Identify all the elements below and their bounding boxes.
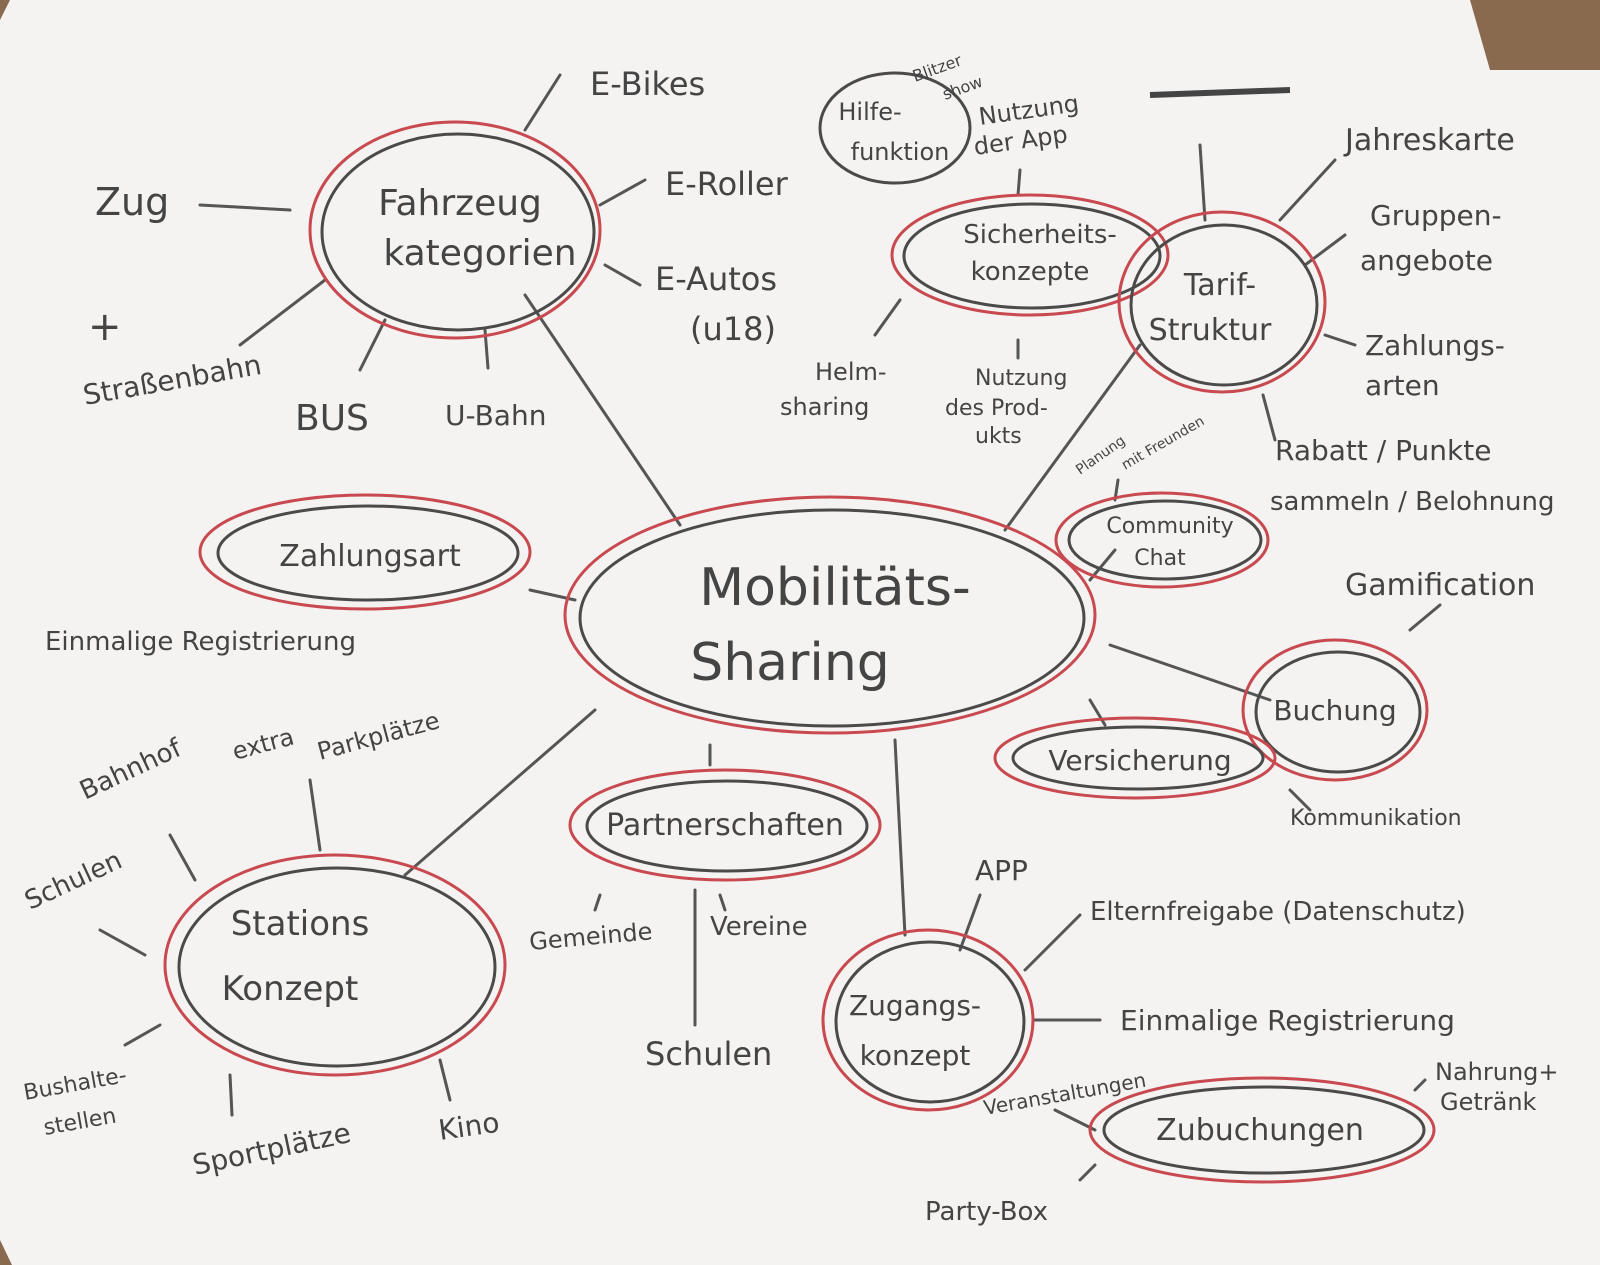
label-gamification: Gamification — [1345, 568, 1535, 603]
label-jahreskarte: Jahreskarte — [1343, 123, 1515, 158]
hub-tarif-line2: Struktur — [1149, 313, 1272, 348]
hub-partnerschaften: Partnerschaften — [606, 808, 844, 843]
hub-hilfe-line1: Hilfe- — [838, 98, 901, 126]
label-ubahn: U-Bahn — [445, 399, 546, 432]
label-bus: BUS — [295, 398, 369, 439]
crossed-out-word — [1149, 87, 1291, 98]
label-eautos-1: E-Autos — [655, 260, 777, 298]
connectors — [98, 73, 1442, 1182]
label-helm-2: sharing — [780, 393, 869, 421]
label-ebikes: E-Bikes — [590, 65, 705, 103]
hub-fahrzeug-line1: Fahrzeug — [378, 183, 542, 224]
label-rabatt-1: Rabatt / Punkte — [1275, 434, 1491, 467]
label-nahrung-2: Getränk — [1440, 1088, 1537, 1116]
label-rabatt-2: sammeln / Belohnung — [1270, 487, 1555, 517]
label-partybox: Party-Box — [925, 1197, 1048, 1227]
hub-stations-line1: Stations — [231, 904, 370, 944]
hub-community-line2: Chat — [1134, 546, 1186, 571]
hub-zahlungsart: Zahlungsart — [279, 539, 461, 574]
hub-hilfe-line2: funktion — [851, 138, 950, 166]
hub-fahrzeug-line2: kategorien — [383, 233, 576, 274]
label-vereine: Vereine — [710, 912, 808, 942]
label-zug: Zug — [95, 180, 169, 224]
label-eroller: E-Roller — [665, 165, 789, 203]
hub-sicherheit-line2: konzepte — [971, 257, 1090, 287]
hub-versicherung: Versicherung — [1048, 744, 1231, 777]
label-kommunikation: Kommunikation — [1290, 806, 1462, 831]
label-elternfreigabe: Elternfreigabe (Datenschutz) — [1090, 897, 1466, 927]
label-zahlungsarten-1: Zahlungs- — [1365, 329, 1505, 362]
label-plus: + — [88, 304, 122, 350]
hub-sicherheit-line1: Sicherheits- — [963, 220, 1117, 250]
label-zahlungsarten-2: arten — [1365, 369, 1440, 402]
label-nutzung-prod-1: Nutzung — [975, 366, 1067, 391]
hub-buchung: Buchung — [1273, 694, 1396, 727]
hub-community-line1: Community — [1106, 514, 1233, 539]
hub-stations-line2: Konzept — [222, 969, 359, 1009]
hub-zubuchungen: Zubuchungen — [1156, 1113, 1364, 1148]
label-schulen-bottom: Schulen — [645, 1035, 772, 1073]
label-gruppen-1: Gruppen- — [1370, 199, 1502, 232]
label-nutzung-prod-2: des Prod- — [945, 396, 1048, 421]
center-title-line2: Sharing — [690, 633, 890, 693]
label-gruppen-2: angebote — [1360, 244, 1493, 277]
hub-rings — [163, 71, 1436, 1184]
hub-tarif-line1: Tarif- — [1183, 268, 1256, 303]
label-helm-1: Helm- — [815, 358, 887, 386]
label-eautos-2: (u18) — [690, 310, 776, 348]
hub-zugang-line2: konzept — [860, 1039, 971, 1072]
hub-zugang-line1: Zugangs- — [849, 989, 981, 1022]
label-app: APP — [975, 854, 1028, 887]
center-title-line1: Mobilitäts- — [699, 558, 971, 618]
label-nahrung-1: Nahrung+ — [1435, 1058, 1559, 1086]
label-einmalige-registrierung-right: Einmalige Registrierung — [1120, 1004, 1455, 1037]
label-nutzung-prod-3: ukts — [975, 424, 1022, 449]
label-einmalige-registrierung-left: Einmalige Registrierung — [45, 627, 356, 657]
